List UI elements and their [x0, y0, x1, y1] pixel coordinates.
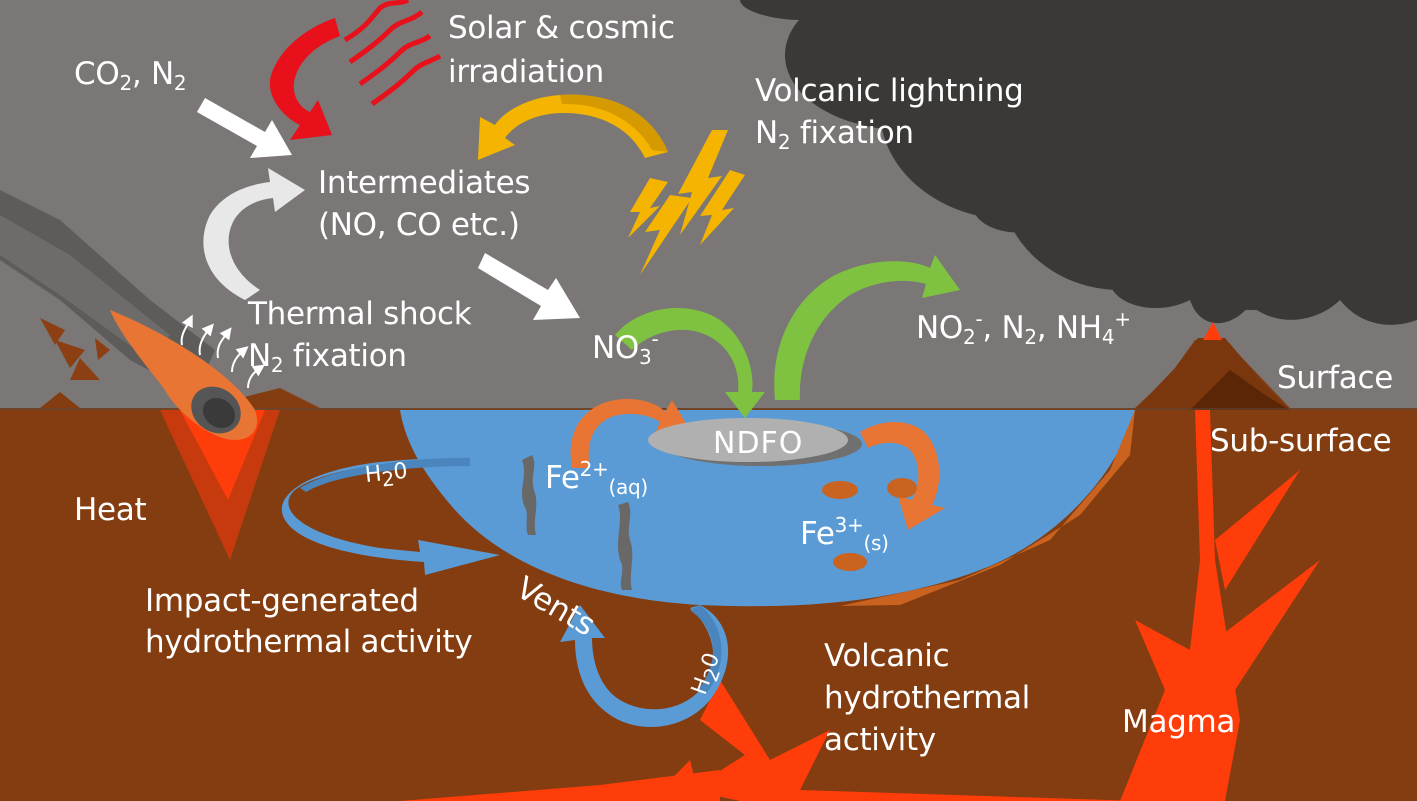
magma — [400, 410, 1320, 801]
vents — [522, 455, 633, 590]
label-heat: Heat — [74, 492, 147, 528]
label-fe2: Fe2+(aq) — [545, 457, 648, 499]
volcano-shadow — [1190, 370, 1290, 410]
label-subsurface: Sub-surface — [1210, 423, 1392, 459]
ndfo-body — [648, 418, 848, 462]
irradiation-waves — [343, 0, 442, 107]
arrow-intermediates-to-no3 — [478, 253, 580, 320]
label-products: NO2-, N2, NH4+ — [916, 307, 1131, 349]
debris — [40, 318, 110, 380]
arrow-no3-to-ndfo — [615, 308, 765, 418]
label-intermediates-2: (NO, CO etc.) — [318, 207, 520, 243]
label-volcanic-1: Volcanic — [824, 638, 950, 674]
label-volcanic-2: hydrothermal — [824, 680, 1030, 716]
label-solar-2: irradiation — [448, 54, 604, 90]
h2o-loop-bottom — [560, 605, 729, 727]
arrow-co2-to-intermediates — [197, 98, 292, 158]
fe3-precipitates — [822, 478, 917, 571]
meteor — [110, 310, 258, 440]
label-thermal-2: N2 fixation — [248, 338, 407, 377]
red-arrow — [269, 18, 340, 140]
label-lightning-2: N2 fixation — [755, 115, 914, 154]
arrow-thermal-to-intermediates — [203, 168, 305, 300]
label-co2-n2: CO2, N2 — [74, 56, 187, 95]
lightning-bolts — [628, 130, 745, 275]
label-solar-1: Solar & cosmic — [448, 10, 675, 46]
arrow-ndfo-to-products — [774, 255, 960, 400]
label-impact-1: Impact-generated — [145, 583, 419, 619]
h2o-loop-bottom-shade — [690, 605, 722, 695]
label-volcanic-3: activity — [824, 722, 936, 758]
label-thermal-1: Thermal shock — [248, 296, 472, 332]
label-intermediates-1: Intermediates — [318, 165, 531, 201]
label-surface: Surface — [1277, 360, 1393, 396]
label-magma: Magma — [1122, 704, 1236, 740]
arrow-fe2-to-ndfo — [570, 399, 690, 468]
volcano-vent — [1203, 322, 1222, 340]
label-fe3: Fe3+(s) — [800, 513, 889, 555]
h2o-loop-left-shade — [300, 457, 470, 492]
volcanic-cloud — [740, 0, 1417, 325]
label-impact-2: hydrothermal activity — [145, 624, 473, 660]
label-ndfo: NDFO — [713, 426, 804, 461]
label-h2o-left: H20 — [363, 458, 409, 492]
arrow-yellow-shade — [560, 94, 668, 152]
label-no3: NO3- — [592, 327, 659, 369]
h2o-loop-left — [281, 458, 500, 575]
arrow-ndfo-to-fe3 — [860, 421, 945, 530]
label-lightning-1: Volcanic lightning — [755, 73, 1024, 109]
shock-heat-arrows — [180, 314, 265, 389]
